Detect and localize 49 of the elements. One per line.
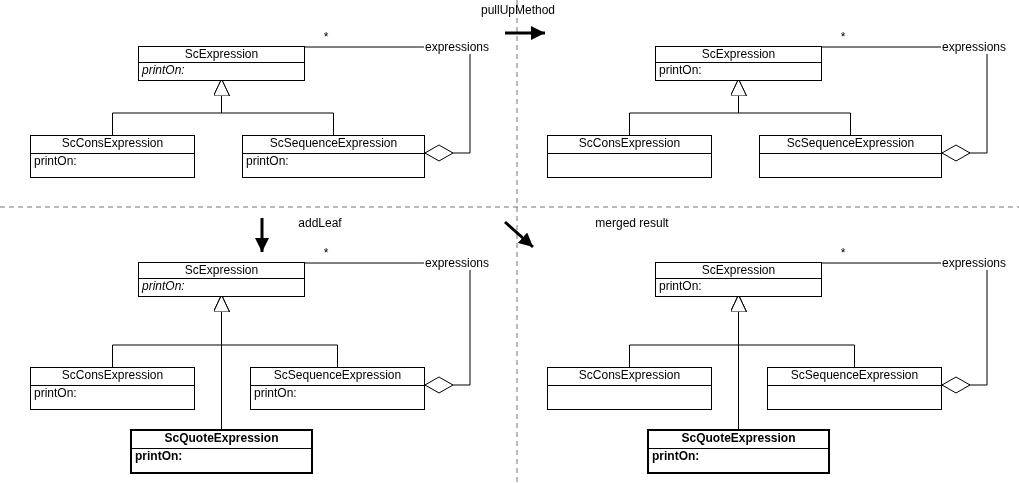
multiplicity-label: *	[840, 246, 846, 260]
step-label: addLeaf	[298, 216, 342, 230]
method-name: printOn:	[142, 279, 185, 293]
class-box	[130, 429, 313, 474]
class-name: ScConsExpression	[578, 368, 681, 382]
edge-label: expressions	[941, 256, 1007, 270]
method-name: printOn:	[34, 154, 77, 168]
method-name: printOn:	[135, 449, 183, 463]
class-name: ScExpression	[184, 47, 259, 61]
class-name: ScConsExpression	[578, 136, 681, 150]
class-name: ScExpression	[701, 47, 776, 61]
class-box	[655, 262, 822, 297]
multiplicity-label: *	[323, 30, 329, 44]
multiplicity-label: *	[323, 246, 329, 260]
class-box	[655, 46, 822, 81]
class-name: ScExpression	[701, 263, 776, 277]
method-name: printOn:	[659, 63, 702, 77]
class-box	[767, 367, 942, 410]
edge-label: expressions	[424, 256, 490, 270]
edge-label: expressions	[941, 40, 1007, 54]
class-name: ScSequenceExpression	[269, 136, 398, 150]
class-name: ScQuoteExpression	[681, 431, 796, 445]
class-name: ScSequenceExpression	[786, 136, 915, 150]
class-box	[547, 367, 712, 410]
multiplicity-label: *	[840, 30, 846, 44]
class-box	[647, 429, 830, 474]
step-label: pullUpMethod	[481, 3, 555, 17]
class-box	[30, 367, 195, 410]
class-name: ScExpression	[184, 263, 259, 277]
class-box	[138, 262, 305, 297]
class-box	[759, 135, 942, 178]
method-name: printOn:	[34, 386, 77, 400]
class-box	[250, 367, 425, 410]
class-name: ScConsExpression	[61, 368, 164, 382]
class-name: ScSequenceExpression	[790, 368, 919, 382]
class-box	[138, 46, 305, 81]
method-name: printOn:	[142, 63, 185, 77]
step-label: merged result	[595, 216, 669, 230]
method-name: printOn:	[254, 386, 297, 400]
class-name: ScQuoteExpression	[164, 431, 279, 445]
method-name: printOn:	[659, 279, 702, 293]
class-box	[30, 135, 195, 178]
class-name: ScConsExpression	[61, 136, 164, 150]
class-box	[547, 135, 712, 178]
class-box	[242, 135, 425, 178]
method-name: printOn:	[246, 154, 289, 168]
edge-label: expressions	[424, 40, 490, 54]
method-name: printOn:	[652, 449, 700, 463]
class-name: ScSequenceExpression	[273, 368, 402, 382]
